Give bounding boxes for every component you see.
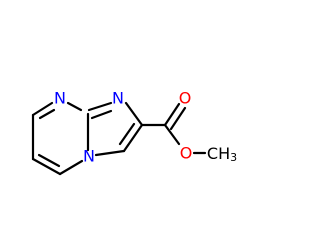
bond-c8a-n2-inner [90, 109, 113, 120]
atom-n3-label: N [83, 147, 95, 166]
atom-n1-label: N [54, 89, 66, 108]
atom-o2-label: O [180, 144, 193, 163]
bond-c2-c3 [122, 123, 144, 153]
bond-n2-c2 [124, 101, 144, 127]
bond-c8a-n2 [87, 101, 113, 112]
bond-ccarbonyl-o-double-a [163, 102, 181, 127]
bond-c7-n1 [31, 101, 54, 117]
bond-c3-n4 [94, 149, 126, 157]
bond-c7-n1-inner [38, 108, 56, 120]
bond-c2-c3-inner [118, 122, 136, 146]
methyl-ch: CH [207, 144, 230, 163]
bond-c5-c6-inner [37, 153, 61, 168]
bond-ccarbonyl-o-single [163, 123, 181, 146]
atom-o1-label: O [179, 89, 192, 108]
methyl-subscript: 3 [230, 151, 237, 164]
atom-n2-label: N [112, 89, 124, 108]
bond-n4-c5 [58, 159, 84, 176]
bond-n1-c8a [66, 101, 83, 112]
bond-ccarbonyl-o-double-b [169, 106, 187, 131]
structure-diagram: N N N O O CH3 [31, 89, 237, 176]
bond-c5-c6 [31, 157, 62, 176]
methyl-label: CH3 [207, 144, 237, 164]
